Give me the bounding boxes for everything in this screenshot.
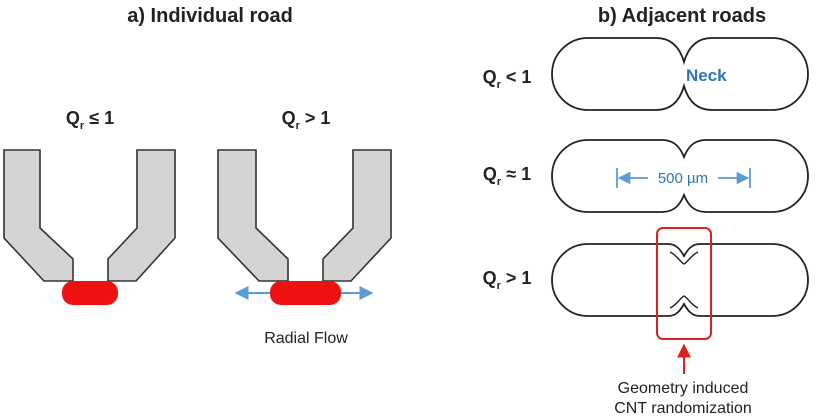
road-pair-matched (551, 139, 809, 213)
dimension-label: 500 µm (658, 170, 708, 187)
nozzle-right-wall-left (217, 149, 289, 282)
panel-adjacent-roads: b) Adjacent roads Qr < 1 Neck Qr ≈ 1 500… (483, 5, 809, 417)
overlap-inner-edge (669, 251, 699, 309)
nozzle-left (3, 149, 176, 282)
nozzle-right (217, 149, 392, 282)
panel-a-title: a) Individual road (127, 5, 293, 27)
bead-left (62, 281, 118, 305)
left-qr-label: Qr ≤ 1 (66, 108, 114, 132)
nozzle-left-wall-left (3, 149, 74, 282)
radial-flow-caption: Radial Flow (264, 330, 348, 347)
nozzle-left-wall-right (107, 149, 176, 282)
annotation-line-1: Geometry induced (618, 380, 749, 397)
randomization-highlight-box (656, 227, 712, 340)
row1-qr-label: Qr < 1 (483, 67, 532, 91)
bead-right (270, 281, 341, 305)
panel-individual-road: a) Individual road Qr ≤ 1 Qr > 1 Radial … (3, 5, 392, 347)
row3-qr-label: Qr > 1 (483, 268, 532, 292)
road-pair-high-overlap (551, 243, 809, 317)
right-qr-label: Qr > 1 (282, 108, 331, 132)
neck-label: Neck (686, 66, 727, 85)
row2-qr-label: Qr ≈ 1 (483, 164, 531, 188)
nozzle-right-wall-right (322, 149, 392, 282)
road-pair-low-overlap (551, 37, 809, 111)
annotation-line-2: CNT randomization (614, 400, 752, 417)
panel-b-title: b) Adjacent roads (598, 5, 766, 27)
